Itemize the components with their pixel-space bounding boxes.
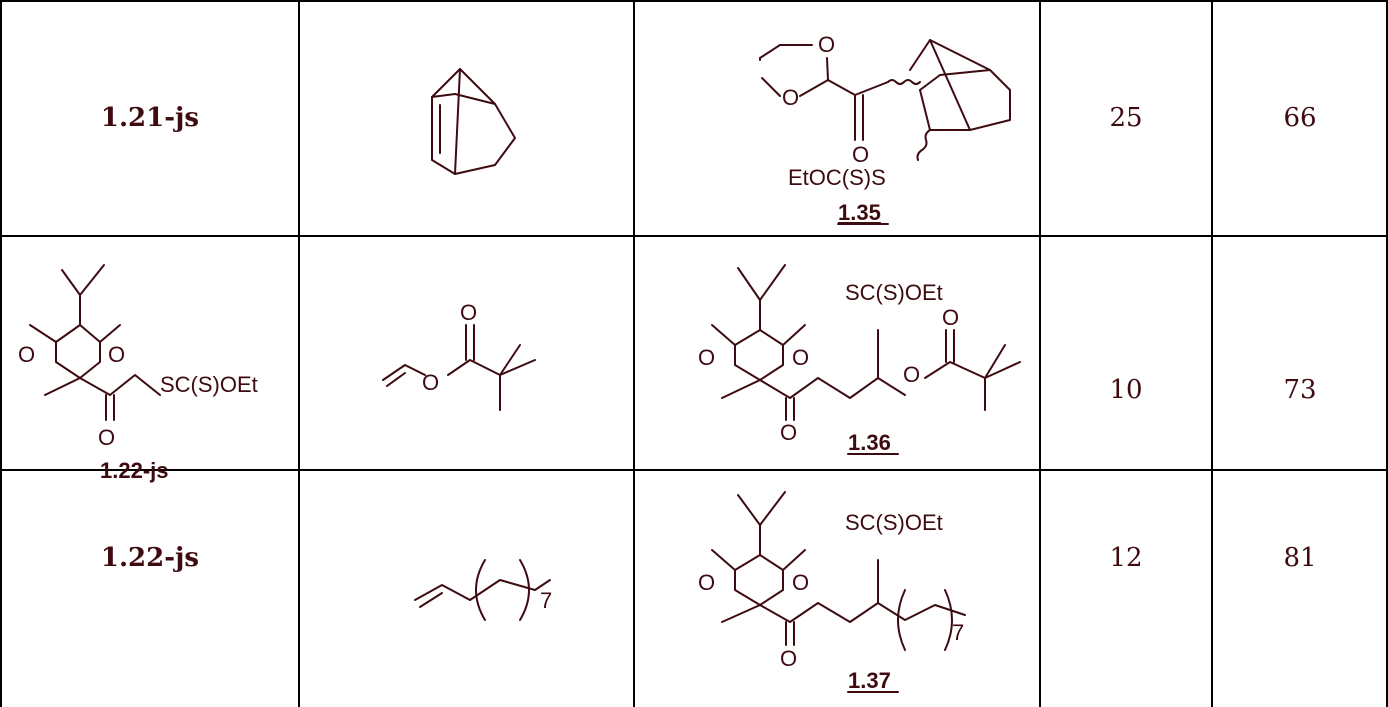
oxygen-atom: O [460,300,477,325]
reagent-1-22-js-structure: O O O SC(S)OEt 1.22-js [18,264,258,483]
product-label: 1.37 [848,668,891,693]
oxygen-atom: O [852,142,869,167]
decene-structure: 7 [414,559,552,621]
product-substituent: SC(S)OEt [845,280,943,305]
product-substituent: SC(S)OEt [845,510,943,535]
reagent-label: 1.22-js [100,458,169,483]
yield-cell: 81 [1283,543,1317,573]
oxygen-atom: O [698,570,715,595]
oxygen-atom: O [792,345,809,370]
product-1-37-structure: O O O SC(S)OEt 7 1.37 [698,491,966,693]
oxygen-atom: O [98,425,115,450]
product-1-35-structure: O O O EtOC(S)S 1.35 [759,32,1011,225]
product-subscript: 7 [952,620,964,645]
reagent-cell: 1.21-js [100,103,200,133]
oxygen-atom: O [792,570,809,595]
yield-cell: 66 [1283,103,1317,133]
yield-cell: 73 [1283,375,1317,405]
oxygen-atom: O [108,342,125,367]
oxygen-atom: O [818,32,835,57]
oxygen-atom: O [903,362,920,387]
oxygen-atom: O [698,345,715,370]
value-cell: 12 [1109,543,1143,573]
value-cell: 10 [1109,375,1143,405]
product-1-36-structure: O O O SC(S)OEt O O 1.36 [698,264,1021,455]
reagent-substituent: SC(S)OEt [160,372,258,397]
oxygen-atom: O [942,305,959,330]
oxygen-atom: O [780,420,797,445]
product-label: 1.36 [848,430,891,455]
product-substituent: EtOC(S)S [788,165,886,190]
value-cell: 25 [1109,103,1143,133]
oxygen-atom: O [422,370,439,395]
oxygen-atom: O [18,342,35,367]
oxygen-atom: O [780,646,797,671]
product-label: 1.35 [838,200,881,225]
oxygen-atom: O [782,85,799,110]
olefin-subscript: 7 [540,588,552,613]
reagent-cell: 1.22-js [100,543,200,573]
norbornene-structure [431,68,516,175]
vinyl-pivalate-structure: O O [382,300,536,411]
